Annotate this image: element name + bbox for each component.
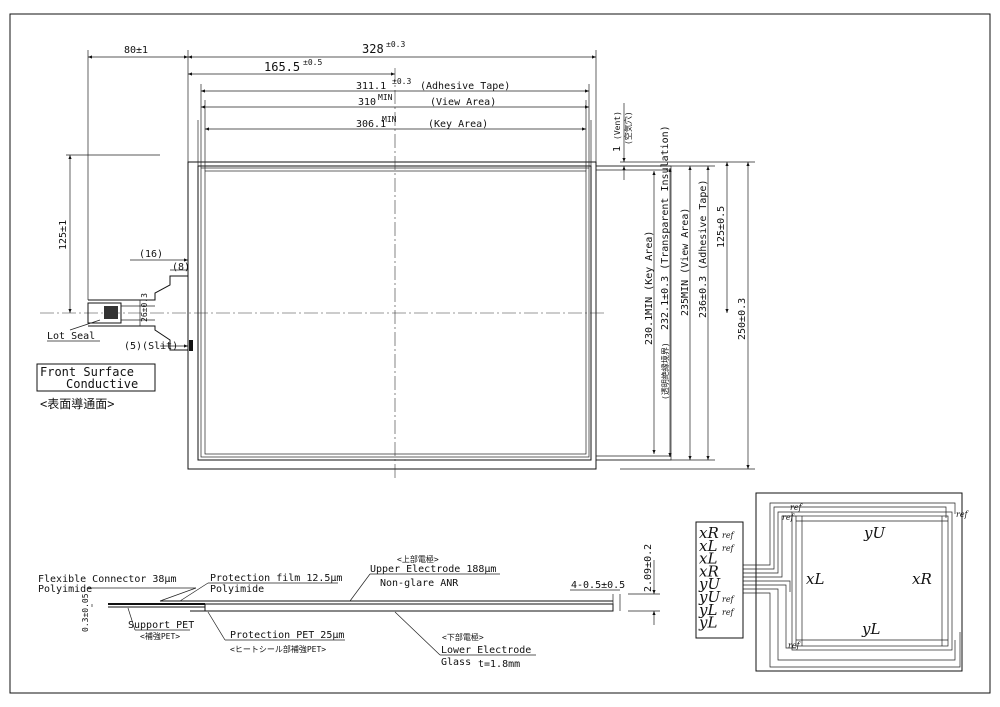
ref-label-1: ref — [790, 503, 804, 512]
pin-ref-label: ref — [722, 531, 736, 540]
pin-label: xL — [699, 550, 717, 568]
overall-width-tol: ±0.3 — [386, 40, 405, 49]
lower-electrode-label: Lower Electrode — [441, 645, 531, 656]
polyimide-label: Polyimide — [38, 584, 92, 595]
sensor-outline — [791, 511, 953, 651]
protection-pet-label: Protection PET 25μm — [230, 630, 344, 641]
slit-label: (5)(Slit) — [124, 341, 178, 352]
right-dimensions: 1 (Vent) (空気穴) 230.1MIN (Key Area) 232.1… — [596, 103, 755, 470]
front-surface-line2: Conductive — [66, 377, 138, 391]
connector-pin-box — [695, 521, 744, 639]
key-tol: MIN — [382, 115, 397, 124]
top-dimensions: 80±1 328 ±0.3 165.5 ±0.5 311.1 ±0.3 (Adh… — [87, 40, 597, 300]
protection-pet-jp: <ヒートシール部補強PET> — [230, 644, 326, 654]
view-tol: MIN — [378, 93, 393, 102]
view-label: (View Area) — [430, 97, 496, 108]
pin-label: yL — [698, 601, 717, 619]
front-view — [40, 68, 672, 480]
adhesive-tol: ±0.3 — [392, 77, 411, 86]
upper-electrode-label: Upper Electrode 188μm — [370, 564, 496, 575]
pin-label: yL — [698, 614, 717, 632]
center-label: 165.5 — [264, 60, 300, 74]
ref-label-4: ref — [788, 641, 802, 650]
vent-value: 1 — [612, 146, 623, 152]
panel-outline — [187, 161, 597, 470]
key-label: (Key Area) — [428, 119, 488, 130]
lot-seal — [104, 306, 118, 319]
label-yL: yL — [861, 620, 880, 638]
protection-film-label: Protection film 12.5μm — [210, 573, 342, 584]
tail-height-label: 125±1 — [58, 220, 69, 250]
connector-thk-label: 0.3±0.05 — [81, 593, 90, 632]
front-surface-line1: Front Surface — [40, 365, 134, 379]
section-view: Flexible Connector 38μm Polyimide Protec… — [38, 544, 660, 670]
left-dimensions: 125±1 (16) (8) 26±0.3 Lot Seal (5)(Slit)… — [36, 154, 190, 411]
right-key-label: 230.1MIN (Key Area) — [644, 231, 655, 345]
front-surface-jp: <表面導通面> — [40, 397, 114, 411]
non-glare-label: Non-glare ANR — [380, 578, 459, 589]
front-surface-box — [36, 363, 156, 392]
thickness-label: t=1.8mm — [478, 659, 520, 670]
lower-electrode-jp: <下部電極> — [442, 632, 484, 642]
pin-label: yU — [698, 588, 721, 606]
label-xL: xL — [806, 570, 824, 588]
vent-label: (Vent) — [613, 111, 622, 140]
pin-ref-label: ref — [722, 544, 736, 553]
right-overall-label: 250±0.3 — [737, 298, 748, 340]
overall-width-label: 328 — [362, 42, 384, 56]
right-transparent-jp: (透明絶縁境界) — [660, 342, 670, 400]
label-yU: yU — [863, 524, 886, 542]
label-xR: xR — [912, 570, 932, 588]
ref-label-3: ref — [956, 510, 970, 519]
ref-label-2: ref — [782, 513, 796, 522]
center-tol: ±0.5 — [303, 58, 322, 67]
pin-ref-label: ref — [722, 608, 736, 617]
support-pet-jp: <補強PET> — [140, 631, 180, 641]
height-label: 2.09±0.2 — [643, 544, 654, 592]
glass-layer — [204, 603, 614, 612]
pin-label: xR — [699, 562, 719, 580]
right-adhesive-label: 236±0.3 (Adhesive Tape) — [698, 180, 709, 318]
pin-label: xR — [699, 524, 719, 542]
key-value: 306.1 — [356, 119, 386, 130]
edge-label: 4-0.5±0.5 — [571, 580, 625, 591]
lot-seal-label: Lot Seal — [47, 331, 95, 342]
view-value: 310 — [358, 97, 376, 108]
right-half-label: 125±0.5 — [716, 206, 727, 248]
pin-label: xL — [699, 537, 717, 555]
w8-label: (8) — [172, 262, 190, 273]
vent-jp: (空気穴) — [623, 111, 633, 145]
flex-tail — [87, 275, 193, 351]
schematic-frame — [755, 492, 963, 672]
polyimide2-label: Polyimide — [210, 584, 264, 595]
flex-connector-label: Flexible Connector 38μm — [38, 574, 176, 585]
support-pet-label: Support PET — [128, 620, 194, 631]
upper-electrode-jp: <上部電極> — [397, 554, 439, 564]
tail-offset-label: 80±1 — [124, 45, 148, 56]
pin-ref-label: ref — [722, 595, 736, 604]
adhesive-value: 311.1 — [356, 81, 386, 92]
pin-label: yU — [698, 575, 721, 593]
w16-label: (16) — [139, 249, 163, 260]
w26-label: 26±0.3 — [140, 293, 149, 322]
glass-label: Glass — [441, 657, 471, 668]
key-area-outline — [204, 170, 587, 455]
adhesive-label: (Adhesive Tape) — [420, 81, 510, 92]
drawing-frame — [9, 13, 991, 694]
right-view-label: 235MIN (View Area) — [680, 208, 691, 316]
right-transparent-label: 232.1±0.3 (Transparent Insulation) — [660, 125, 671, 330]
